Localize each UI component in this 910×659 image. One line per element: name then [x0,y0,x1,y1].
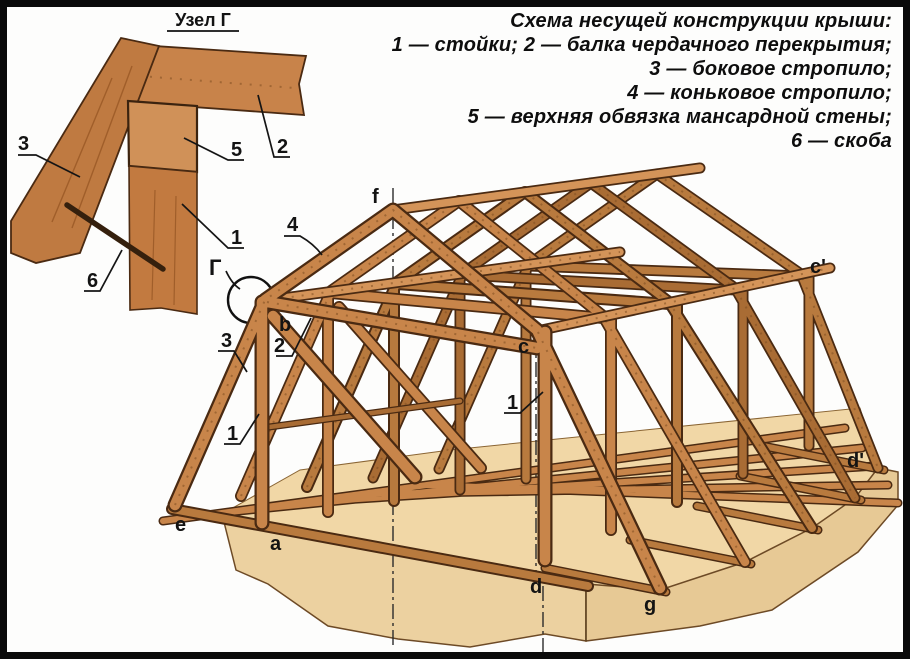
label-f: f [372,186,379,208]
label-1-right: 1 [507,392,518,414]
label-3: 3 [221,330,232,352]
inset-post-grain [151,189,177,306]
inset-bracket-6 [64,202,166,272]
label-d: d [530,576,542,598]
leader-3 [218,350,248,373]
inset-label-1: 1 [231,227,242,249]
leader-inset-3 [18,154,81,178]
leader-1-right [504,391,544,414]
part-number-labels: 3 5 2 1 6 Г 4 2 3 1 1 [18,133,518,445]
label-g: g [644,594,656,616]
leader-inset-1 [181,203,244,249]
purlins-grain [261,251,831,332]
leader-gamma [225,270,241,290]
leader-4 [284,235,323,256]
foot-beams [540,441,889,597]
label-e: e [175,514,186,536]
foot-beams-wood [542,443,887,595]
label-d-prime: d' [847,450,864,472]
inset-rafter-grain [51,65,133,229]
inset-title: Узел Г [175,10,231,30]
inset-post-1 [128,165,198,315]
truss1-grain [174,208,661,589]
legend-line: Схема несущей конструкции крыши: [510,10,892,32]
front-edge-beam-wood [168,505,592,590]
inset-label-6: 6 [87,270,98,292]
label-b: b [279,314,291,336]
legend-line: 5 — верхняя обвязка мансардной стены; [467,106,892,128]
leader-2 [276,317,312,357]
inset-node-detail: Узел Г [10,10,308,315]
inset-strapping-5 [126,99,199,174]
legend-line: 4 — коньковое стропило; [627,82,892,104]
legend: Схема несущей конструкции крыши: 1 — сто… [392,9,892,153]
leader-inset-2 [257,94,290,158]
label-leaders [18,94,544,445]
label-4: 4 [287,214,299,236]
front-edge-beam [166,503,594,592]
inset-label-5: 5 [231,139,242,161]
label-c-prime: c' [810,256,826,278]
label-a: a [270,533,282,555]
section-line-c-d [535,336,544,652]
legend-line: 6 — скоба [790,130,892,152]
leader-inset-6 [84,249,123,292]
leader-1-left [224,413,260,445]
label-gamma: Г [209,255,222,280]
truss-frame-1-front [167,202,668,596]
label-1-left: 1 [227,423,238,445]
label-c: c [518,336,529,358]
point-labels: f b c c' d' e a d g [175,186,864,616]
inset-label-3: 3 [18,133,29,155]
label-2: 2 [274,335,285,357]
legend-line: 3 — боковое стропило; [649,58,892,80]
purlins [256,162,836,337]
platform-right-face [585,467,899,642]
inset-label-2: 2 [277,136,288,158]
legend-line: 1 — стойки; 2 — балка чердачного перекры… [391,34,892,56]
leader-inset-5 [183,137,244,161]
